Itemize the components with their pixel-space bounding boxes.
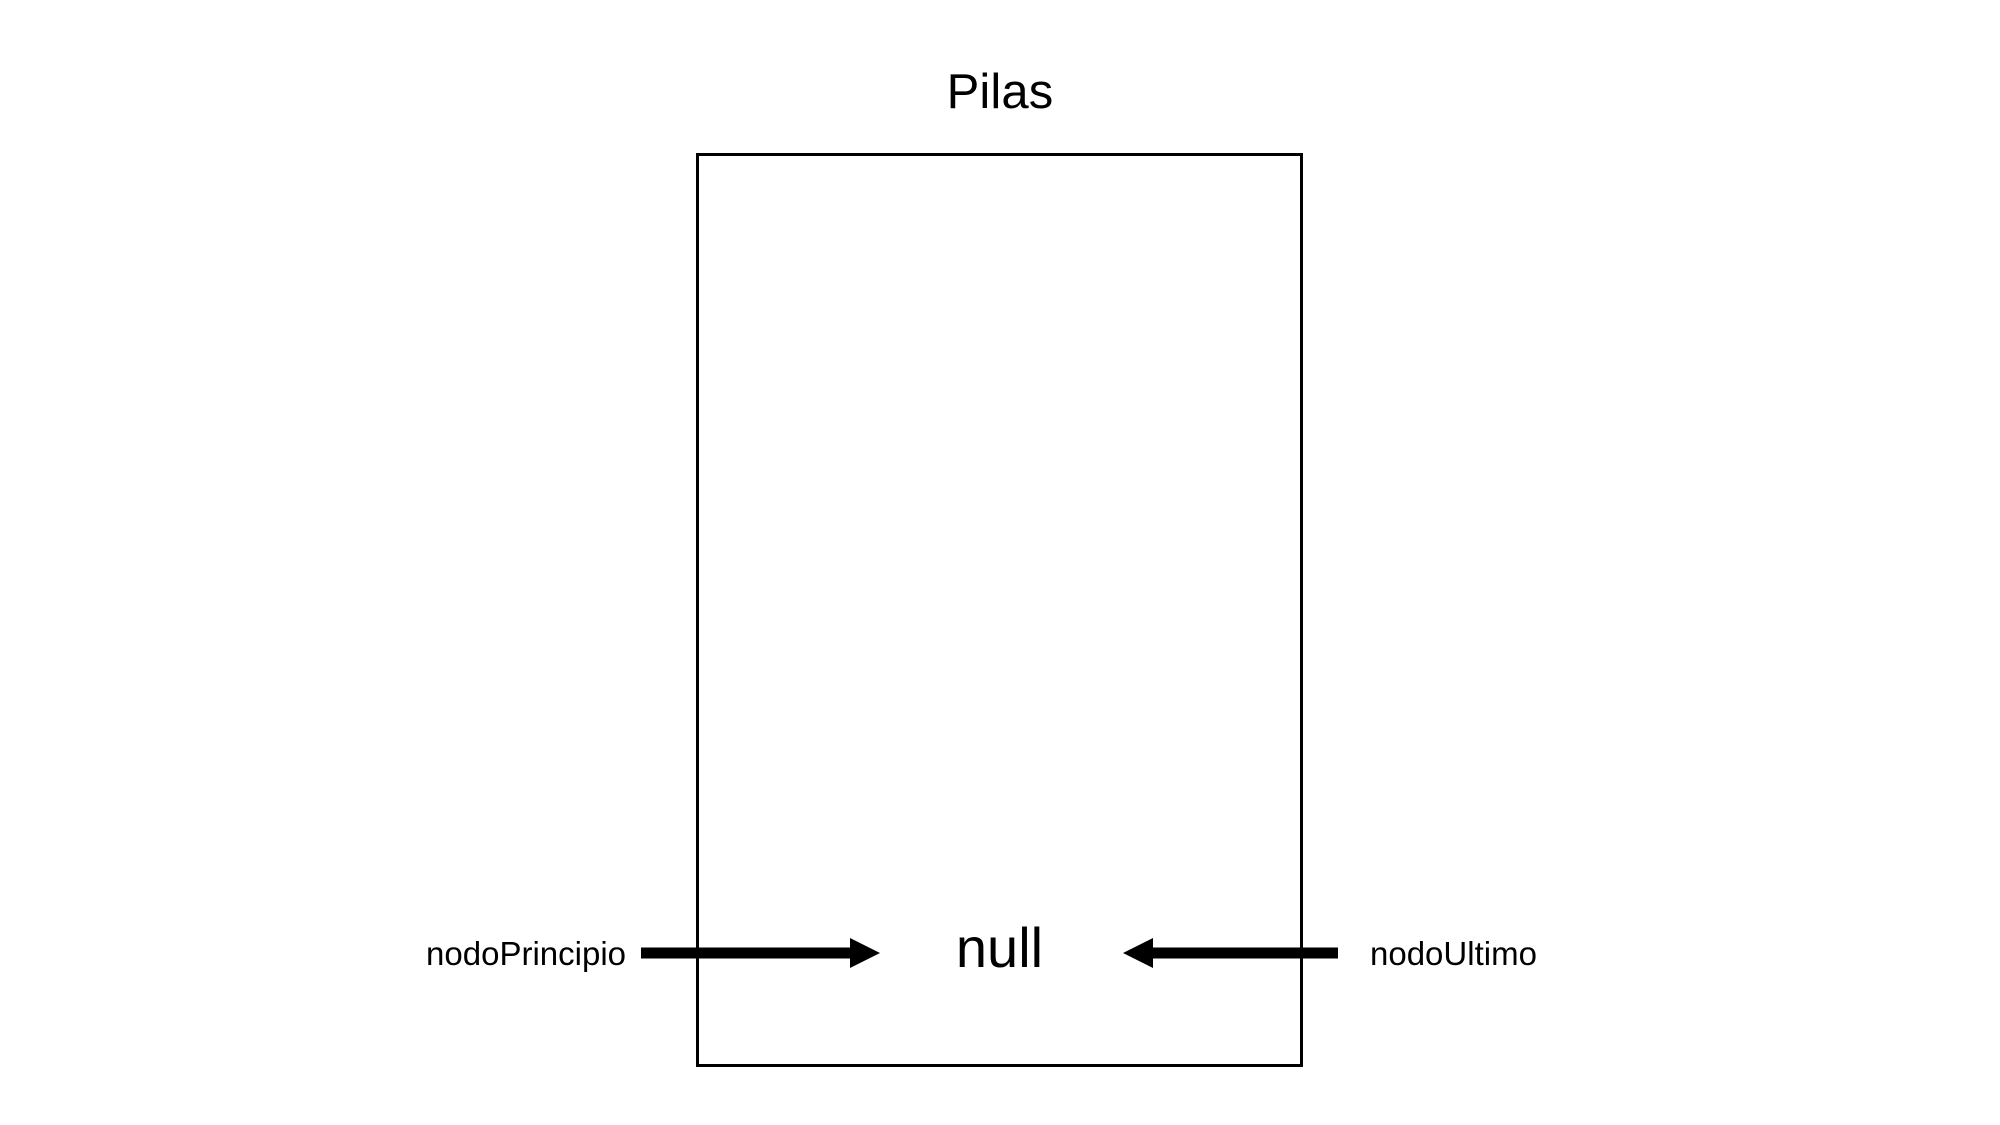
stack-container [696, 153, 1303, 1067]
pointer-label-nodo-principio: nodoPrincipio [426, 935, 626, 972]
page-title: Pilas [946, 65, 1054, 119]
pointer-label-nodo-ultimo: nodoUltimo [1370, 935, 1537, 972]
stack-empty-value: null [955, 916, 1044, 979]
